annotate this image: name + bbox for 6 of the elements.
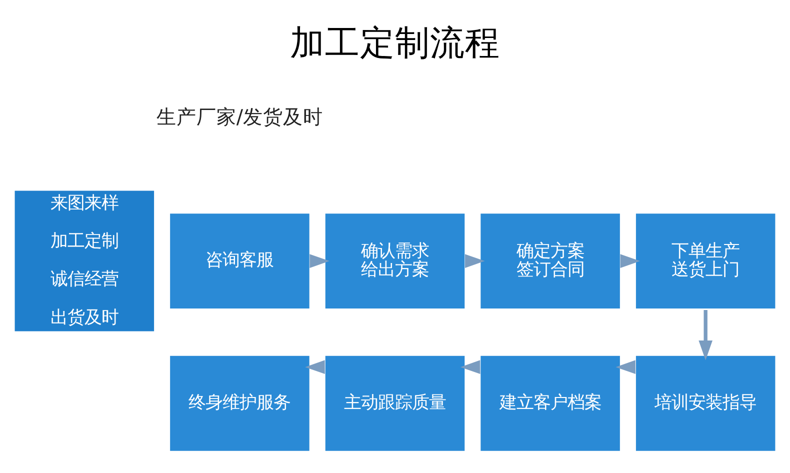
arrow	[698, 310, 712, 360]
label: 生产厂家/发货及时	[156, 104, 324, 128]
node-box: 终身维护服务	[168, 352, 312, 453]
node-box: 下单生产 送货上门	[633, 210, 778, 310]
diagram-title: 加工定制流程	[290, 22, 500, 63]
node-box: 来图来样 加工定制 诚信经营 出货及时	[12, 188, 157, 334]
